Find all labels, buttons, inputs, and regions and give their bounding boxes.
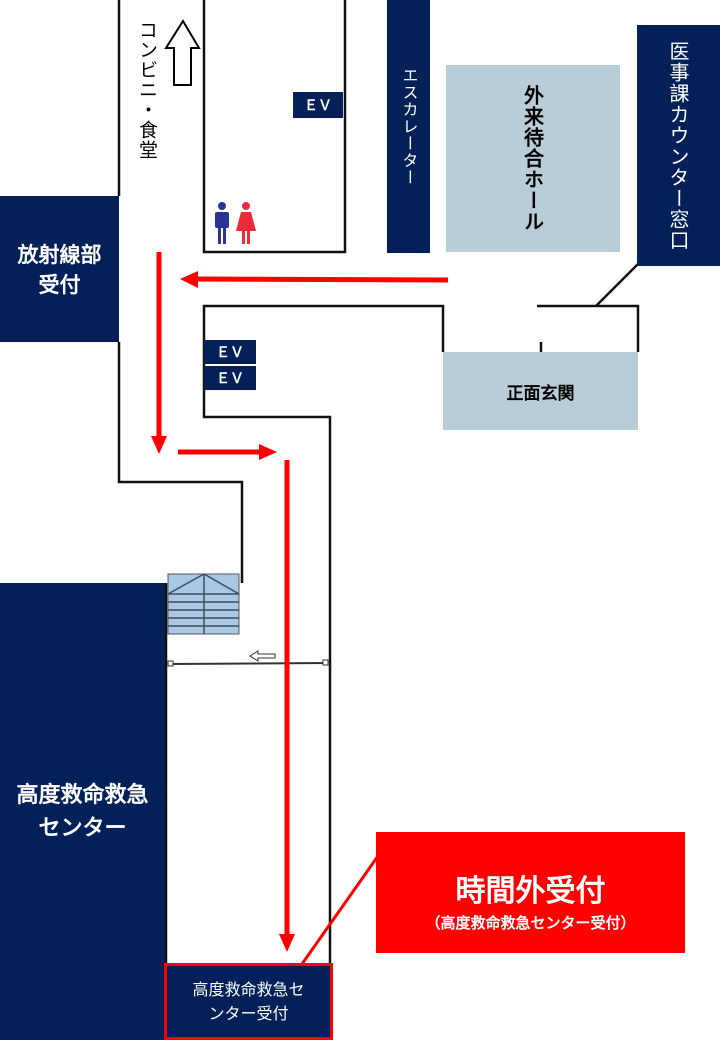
route-arrows [151,252,449,965]
emergency-center: 高度救命救急センター [0,583,165,1040]
after-hours-callout: 時間外受付 （高度救命救急センター受付） [376,832,685,953]
convenience-store-label: コンビニ・食堂 [136,20,158,160]
escalator-label: エスカレーター [387,0,430,253]
radiology-reception: 放射線部受付 [0,196,119,342]
after-hours-subtitle: （高度救命救急センター受付） [425,914,636,932]
waiting-hall: 外来待合ホール [446,65,620,252]
up-arrow-icon [164,19,201,86]
toilet-icon [215,202,256,244]
elevator-label: ＥＶ [204,340,256,364]
elevator-label: ＥＶ [204,366,256,390]
after-hours-title: 時間外受付 [455,874,606,909]
medical-counter: 医事課カウンター窓口 [637,25,720,266]
main-entrance: 正面玄関 [443,352,638,430]
elevator-label: ＥＶ [293,92,343,118]
emergency-reception: 高度救命救急センター受付 [164,963,333,1040]
door-line [167,650,329,667]
stairs-icon [167,573,240,635]
